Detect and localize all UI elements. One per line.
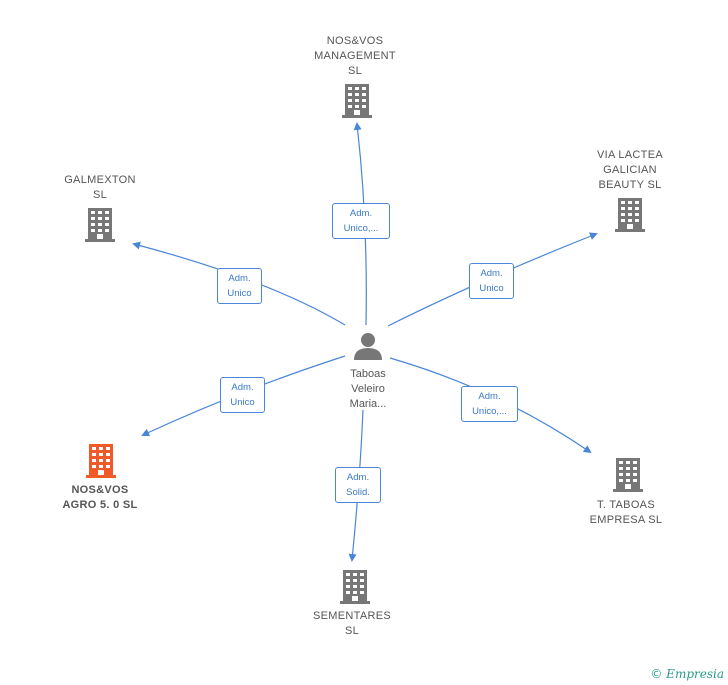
edge-label-nosvos-agro: Adm. Unico xyxy=(220,377,265,413)
person-icon[interactable] xyxy=(353,332,383,360)
node-label-sementares[interactable]: SEMENTARES SL xyxy=(313,610,391,637)
node-label-nosvos-management[interactable]: NOS&VOS MANAGEMENT SL xyxy=(314,35,396,77)
watermark-text: mpresia xyxy=(674,667,724,681)
center-person-label[interactable]: Taboas Veleiro Maria... xyxy=(349,368,387,410)
edge-label-taboas-empresa: Adm. Unico,... xyxy=(461,386,518,422)
building-icon[interactable] xyxy=(342,84,372,118)
building-icon[interactable] xyxy=(613,458,643,492)
building-icon[interactable] xyxy=(340,570,370,604)
watermark-initial: E xyxy=(666,667,675,681)
edge-label-galmexton: Adm. Unico xyxy=(217,268,262,304)
edge-label-via-lactea: Adm. Unico xyxy=(469,263,514,299)
node-label-galmexton[interactable]: GALMEXTON SL xyxy=(64,174,136,201)
node-label-via-lactea[interactable]: VIA LACTEA GALICIAN BEAUTY SL xyxy=(597,149,663,191)
building-icon-highlighted[interactable] xyxy=(86,444,116,478)
edge-label-nosvos-management: Adm. Unico,... xyxy=(332,203,390,239)
edge-label-sementares: Adm. Solid. xyxy=(335,467,381,503)
empresia-watermark: © Empresia xyxy=(650,667,724,681)
node-label-taboas-empresa[interactable]: T. TABOAS EMPRESA SL xyxy=(589,499,663,526)
building-icon[interactable] xyxy=(85,208,115,242)
copyright-icon: © xyxy=(650,667,663,681)
building-icon[interactable] xyxy=(615,198,645,232)
node-label-nosvos-agro[interactable]: NOS&VOS AGRO 5. 0 SL xyxy=(62,484,138,511)
